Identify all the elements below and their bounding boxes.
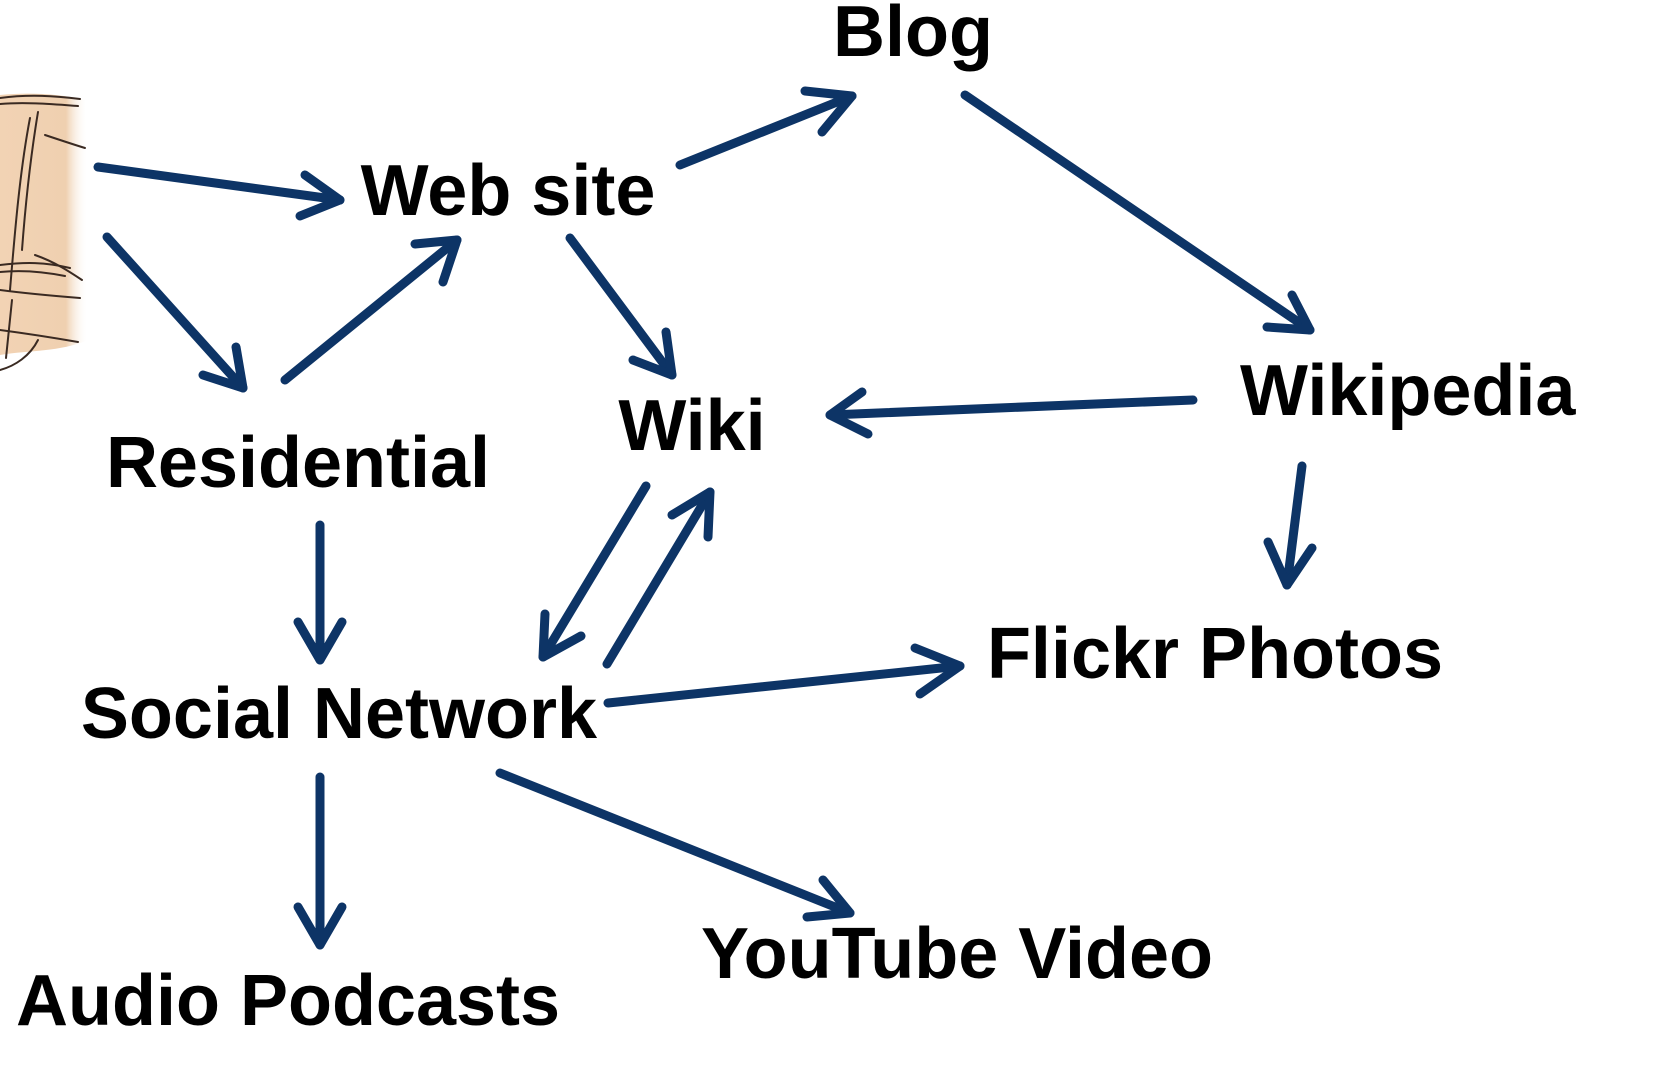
node-wiki: Wiki	[618, 386, 765, 466]
edge-residential-to-social-network	[293, 520, 347, 665]
edge-social-network-to-wiki	[602, 487, 715, 669]
node-social-network: Social Network	[81, 674, 598, 754]
edge-wiki-to-social-network	[538, 481, 651, 662]
edge-web-site-to-wiki	[565, 233, 677, 380]
edge-source-to-residential	[102, 232, 248, 393]
edge-residential-to-web-site	[280, 235, 462, 385]
node-labels: Blog Web site Wiki Wikipedia Residential…	[16, 0, 1576, 1041]
node-residential: Residential	[106, 423, 490, 503]
edge-social-network-to-flickr-photos	[603, 643, 965, 708]
hand-sketch-icon	[0, 93, 88, 371]
edge-source-to-web-site	[93, 162, 345, 221]
edge-wikipedia-to-flickr-photos	[1263, 461, 1317, 590]
edge-web-site-to-blog	[675, 86, 857, 170]
edge-social-network-to-youtube-video	[495, 768, 855, 922]
edge-social-network-to-audio-podcasts	[293, 772, 347, 950]
node-wikipedia: Wikipedia	[1240, 351, 1576, 431]
node-audio-podcasts: Audio Podcasts	[16, 961, 560, 1041]
edge-blog-to-wikipedia	[960, 90, 1315, 335]
edges-layer	[93, 86, 1317, 950]
node-youtube-video: YouTube Video	[701, 914, 1213, 994]
node-flickr-photos: Flickr Photos	[987, 614, 1443, 694]
node-web-site: Web site	[361, 151, 656, 231]
node-blog: Blog	[833, 0, 993, 72]
edge-wikipedia-to-wiki	[825, 387, 1198, 439]
